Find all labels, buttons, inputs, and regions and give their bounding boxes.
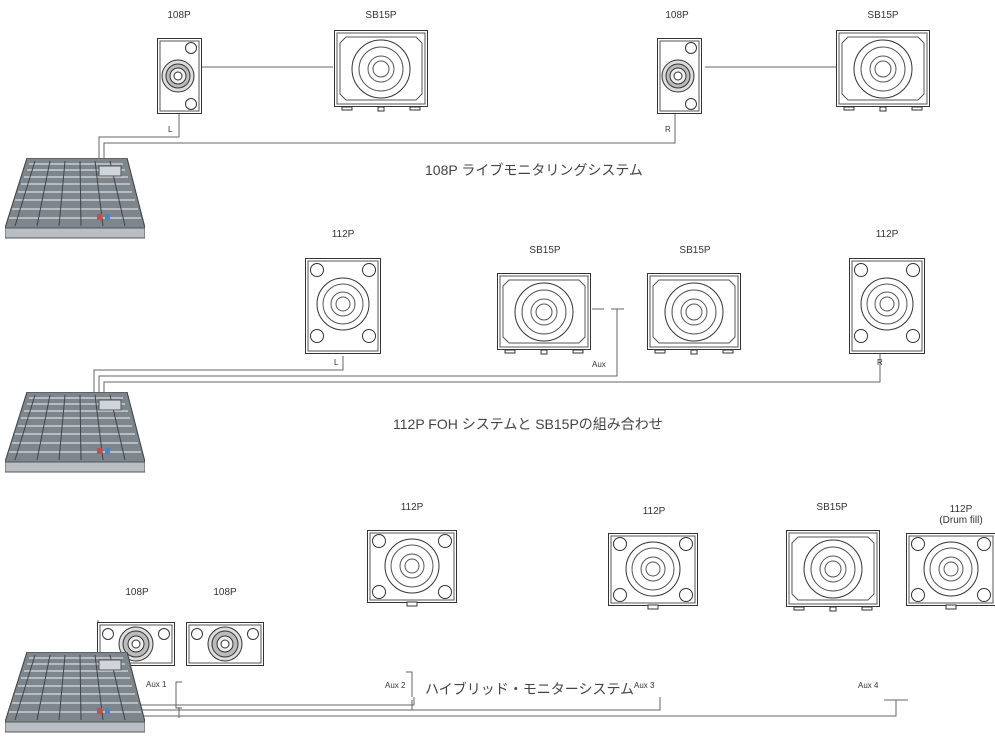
- speaker-label: SB15P: [867, 10, 899, 21]
- mixer-console: [5, 158, 145, 243]
- mixer-console: [5, 392, 145, 477]
- speaker-label: SB15P: [679, 245, 711, 256]
- speaker-label: 112P: [875, 229, 899, 240]
- subwoofer-sb15p: [786, 530, 880, 612]
- aux-tag: Aux 4: [858, 681, 879, 690]
- drum-fill-112p: [906, 533, 995, 610]
- mixer-console: [5, 652, 145, 737]
- subwoofer-sb15p-b: [647, 273, 741, 355]
- wedge-108p-b: [186, 622, 264, 666]
- wedge-112p-a: [367, 530, 457, 607]
- speaker-112p-left: [305, 258, 381, 354]
- speaker-label: 108P: [213, 587, 237, 598]
- speaker-label: SB15P: [365, 10, 397, 21]
- speaker-108p-left: [157, 38, 202, 114]
- subwoofer-sb15p-left: [334, 30, 428, 112]
- section-caption: 108P ライブモニタリングシステム: [425, 162, 643, 178]
- wedge-112p-b: [608, 533, 698, 610]
- subwoofer-sb15p-right: [836, 30, 930, 112]
- output-tag: L: [334, 358, 339, 367]
- section-caption: ハイブリッド・モニターシステム: [425, 681, 635, 697]
- output-tag: R: [877, 358, 883, 367]
- speaker-label: 108P: [167, 10, 191, 21]
- speaker-label: 108P: [665, 10, 689, 21]
- section-caption: 112P FOH システムと SB15Pの組み合わせ: [393, 416, 663, 432]
- subwoofer-sb15p-a: [497, 273, 591, 355]
- speaker-label: SB15P: [529, 245, 561, 256]
- speaker-108p-right: [657, 38, 702, 114]
- speaker-label: 112P: [331, 229, 355, 240]
- aux-tag: Aux 3: [634, 681, 655, 690]
- aux-tag: Aux 1: [146, 680, 167, 689]
- speaker-label: 112P: [642, 506, 666, 517]
- output-tag: R: [665, 125, 671, 134]
- output-tag: Aux: [592, 360, 606, 369]
- aux-tag: Aux 2: [385, 681, 406, 690]
- output-tag: L: [168, 125, 173, 134]
- speaker-label: SB15P: [816, 502, 848, 513]
- speaker-112p-right: [849, 258, 925, 354]
- speaker-label: 108P: [125, 587, 149, 598]
- speaker-label: 112P: [400, 502, 424, 513]
- speaker-label-drum-fill: 112P (Drum fill): [939, 504, 983, 526]
